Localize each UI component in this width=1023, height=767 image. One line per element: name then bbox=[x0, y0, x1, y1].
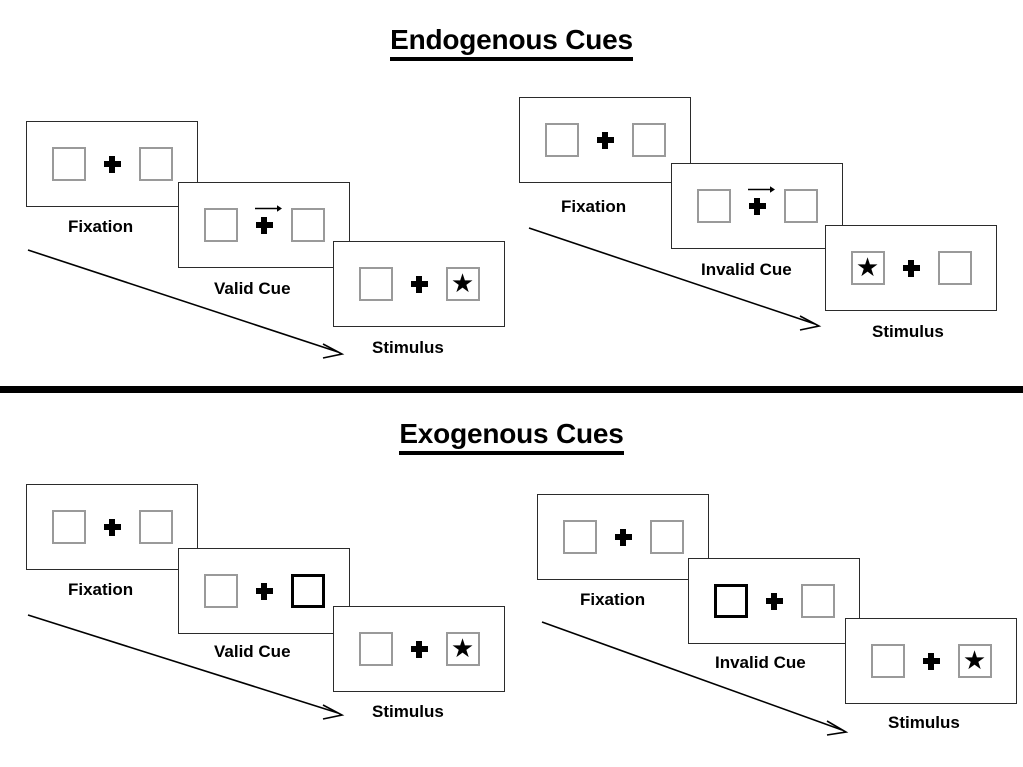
left-box bbox=[562, 520, 597, 554]
endogenous-valid-flow-arrow bbox=[27, 249, 345, 359]
exogenous-invalid-fixation-caption: Fixation bbox=[580, 590, 646, 609]
endogenous-cue-cluster bbox=[747, 185, 775, 215]
exogenous-valid-cue-caption: Valid Cue bbox=[214, 642, 291, 661]
exogenous-invalid-fixation-frame bbox=[537, 494, 709, 580]
right-box-target: ★ bbox=[957, 644, 992, 678]
exogenous-valid-cue-frame bbox=[178, 548, 350, 634]
right-box bbox=[937, 251, 972, 285]
right-box-target: ★ bbox=[445, 632, 480, 666]
stimulus-row bbox=[562, 520, 684, 554]
exogenous-valid-fixation-caption: Fixation bbox=[68, 580, 134, 599]
right-box bbox=[649, 520, 684, 554]
stimulus-row bbox=[51, 510, 173, 544]
exogenous-valid-stimulus-caption: Stimulus bbox=[372, 702, 444, 721]
right-box bbox=[800, 584, 835, 618]
endogenous-valid-cue-caption: Valid Cue bbox=[214, 279, 291, 298]
endogenous-invalid-cue-frame bbox=[671, 163, 843, 249]
left-box-cued bbox=[713, 584, 748, 618]
fixation-plus-icon bbox=[748, 197, 766, 215]
fixation-plus-icon bbox=[410, 275, 428, 293]
left-box bbox=[203, 574, 238, 608]
fixation-plus-icon bbox=[255, 216, 273, 234]
stimulus-row bbox=[203, 574, 325, 608]
endogenous-invalid-flow-arrow bbox=[528, 227, 822, 331]
endogenous-invalid-stimulus-frame: ★ bbox=[825, 225, 997, 311]
exogenous-title-text: Exogenous Cues bbox=[399, 418, 624, 455]
fixation-plus-icon bbox=[922, 652, 940, 670]
right-box-cued bbox=[290, 574, 325, 608]
stimulus-row bbox=[696, 185, 818, 223]
exogenous-valid-flow-arrow bbox=[27, 614, 345, 720]
endogenous-valid-stimulus-caption: Stimulus bbox=[372, 338, 444, 357]
fixation-plus-icon bbox=[596, 131, 614, 149]
endogenous-title-text: Endogenous Cues bbox=[390, 24, 633, 61]
endogenous-invalid-cue-caption: Invalid Cue bbox=[701, 260, 792, 279]
fixation-plus-icon bbox=[614, 528, 632, 546]
stimulus-row: ★ bbox=[850, 251, 972, 285]
fixation-plus-icon bbox=[410, 640, 428, 658]
left-box bbox=[51, 147, 86, 181]
stimulus-row: ★ bbox=[358, 267, 480, 301]
left-box bbox=[51, 510, 86, 544]
exogenous-invalid-flow-arrow bbox=[541, 621, 849, 736]
star-icon: ★ bbox=[855, 252, 880, 282]
stimulus-row bbox=[203, 204, 325, 242]
endogenous-valid-fixation-caption: Fixation bbox=[68, 217, 134, 236]
left-box bbox=[696, 189, 731, 223]
left-box bbox=[870, 644, 905, 678]
stimulus-row bbox=[713, 584, 835, 618]
endogenous-section-title: Endogenous Cues bbox=[0, 24, 1023, 61]
left-box bbox=[203, 208, 238, 242]
exogenous-invalid-cue-frame bbox=[688, 558, 860, 644]
exogenous-invalid-stimulus-frame: ★ bbox=[845, 618, 1017, 704]
endogenous-cue-cluster bbox=[254, 204, 282, 234]
exogenous-invalid-stimulus-caption: Stimulus bbox=[888, 713, 960, 732]
stimulus-row bbox=[51, 147, 173, 181]
star-icon: ★ bbox=[450, 268, 475, 298]
left-box bbox=[358, 632, 393, 666]
star-icon: ★ bbox=[962, 645, 987, 675]
stimulus-row bbox=[544, 123, 666, 157]
endogenous-invalid-fixation-caption: Fixation bbox=[561, 197, 627, 216]
fixation-plus-icon bbox=[255, 582, 273, 600]
stimulus-row: ★ bbox=[358, 632, 480, 666]
exogenous-valid-stimulus-frame: ★ bbox=[333, 606, 505, 692]
star-icon: ★ bbox=[450, 633, 475, 663]
right-box bbox=[138, 510, 173, 544]
endogenous-valid-fixation-frame bbox=[26, 121, 198, 207]
endogenous-invalid-stimulus-caption: Stimulus bbox=[872, 322, 944, 341]
right-box-target: ★ bbox=[445, 267, 480, 301]
exogenous-section-title: Exogenous Cues bbox=[0, 418, 1023, 455]
fixation-plus-icon bbox=[103, 155, 121, 173]
exogenous-invalid-cue-caption: Invalid Cue bbox=[715, 653, 806, 672]
fixation-plus-icon bbox=[103, 518, 121, 536]
stimulus-row: ★ bbox=[870, 644, 992, 678]
endogenous-invalid-fixation-frame bbox=[519, 97, 691, 183]
fixation-plus-icon bbox=[902, 259, 920, 277]
arrow-right-icon bbox=[254, 204, 282, 212]
left-box bbox=[358, 267, 393, 301]
arrow-right-icon bbox=[747, 185, 775, 193]
right-box bbox=[138, 147, 173, 181]
exogenous-valid-fixation-frame bbox=[26, 484, 198, 570]
right-box bbox=[631, 123, 666, 157]
left-box-target: ★ bbox=[850, 251, 885, 285]
fixation-plus-icon bbox=[765, 592, 783, 610]
right-box bbox=[290, 208, 325, 242]
left-box bbox=[544, 123, 579, 157]
right-box bbox=[783, 189, 818, 223]
endogenous-valid-stimulus-frame: ★ bbox=[333, 241, 505, 327]
section-divider bbox=[0, 386, 1023, 393]
endogenous-valid-cue-frame bbox=[178, 182, 350, 268]
